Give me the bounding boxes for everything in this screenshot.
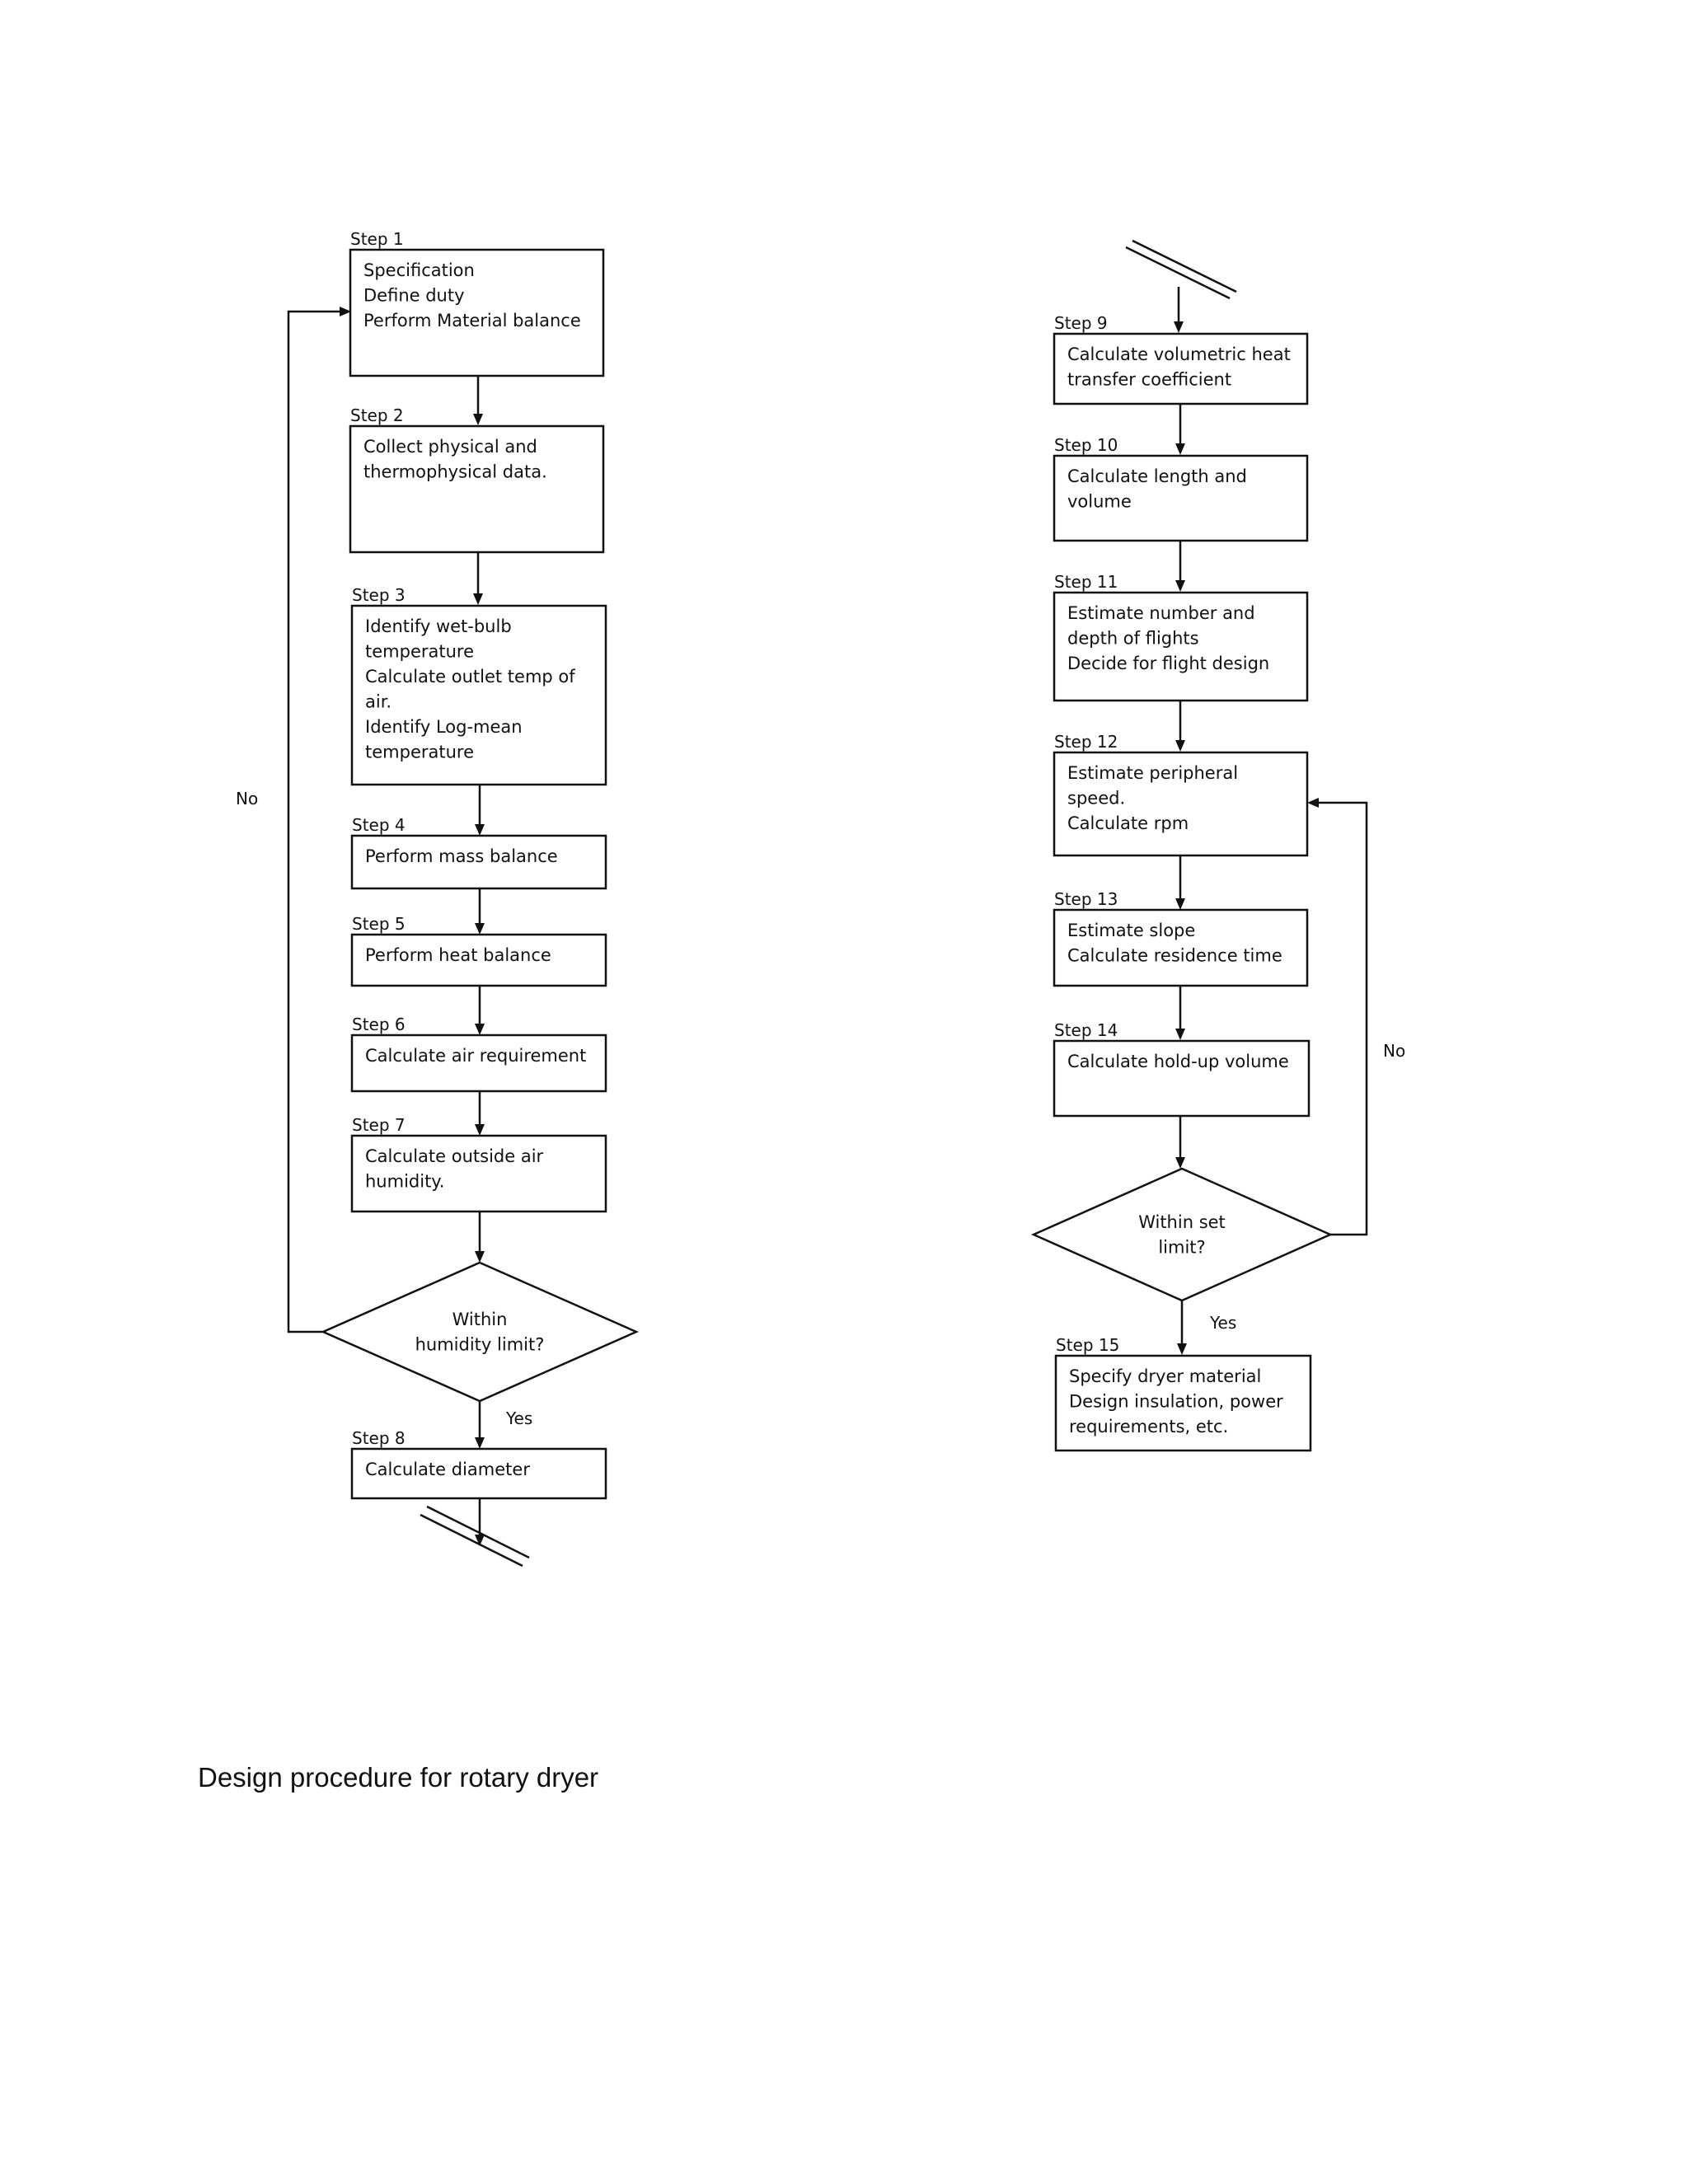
yes-branch-label: Yes (505, 1408, 532, 1428)
step-box (349, 248, 605, 377)
decision-text-line: limit? (1158, 1237, 1205, 1257)
step-label: Step 7 (352, 1115, 406, 1135)
step-box (1053, 332, 1309, 405)
step-text-line: transfer coefficient (1067, 370, 1231, 390)
step-box (350, 834, 607, 890)
step-text-line: Define duty (363, 286, 465, 306)
step-text-line: Calculate volumetric heat (1067, 344, 1291, 364)
step-label: Step 8 (352, 1428, 406, 1448)
step-text-line: Specify dryer material (1069, 1366, 1261, 1386)
no-branch-label: No (236, 789, 258, 808)
decision-diamond (320, 1261, 640, 1403)
step-label: Step 10 (1054, 435, 1118, 455)
step-label: Step 14 (1054, 1020, 1118, 1040)
step-text-line: Calculate rpm (1067, 813, 1189, 833)
step-text-line: Perform Material balance (363, 311, 581, 330)
step-text-line: Calculate length and (1067, 466, 1247, 486)
step-label: Step 3 (352, 585, 406, 605)
step-label: Step 1 (350, 229, 404, 249)
step-6: Step 6 Calculate air requirement (350, 1015, 607, 1093)
step-text-line: Calculate outlet temp of (365, 667, 575, 687)
step-text-line: Identify Log-mean (365, 717, 523, 737)
step-label: Step 12 (1054, 732, 1118, 752)
left-connectors (287, 307, 485, 1546)
step-text-line: Estimate number and (1067, 603, 1255, 623)
step-12: Step 12 Estimate peripheral speed. Calculat… (1053, 732, 1309, 857)
decision-text-line: Within (452, 1310, 508, 1329)
step-label: Step 2 (350, 405, 404, 425)
step-text-line: Calculate air requirement (365, 1046, 586, 1066)
step-text-line: Decide for flight design (1067, 654, 1269, 673)
step-box (350, 1447, 607, 1500)
step-14: Step 14 Calculate hold-up volume (1053, 1020, 1311, 1118)
step-text-line: requirements, etc. (1069, 1417, 1228, 1436)
step-label: Step 13 (1054, 889, 1118, 909)
step-text-line: temperature (365, 743, 474, 762)
break-mark-bottom (420, 1505, 530, 1568)
step-9: Step 9 Calculate volumetric heat transfer … (1053, 313, 1309, 405)
step-box (1053, 1039, 1311, 1118)
step-label: Step 5 (352, 914, 406, 934)
yes-branch-label: Yes (1209, 1313, 1236, 1333)
step-box (1053, 454, 1309, 542)
step-label: Step 4 (352, 815, 406, 835)
break-mark-top (1125, 239, 1237, 300)
step-text-line: Design insulation, power (1069, 1392, 1283, 1412)
figure-caption: Design procedure for rotary dryer (198, 1762, 599, 1793)
step-text-line: speed. (1067, 789, 1125, 808)
step-text-line: Estimate peripheral (1067, 763, 1238, 783)
step-box (1053, 751, 1309, 857)
step-text-line: Estimate slope (1067, 921, 1195, 940)
step-box (1053, 908, 1309, 987)
step-label: Step 6 (352, 1015, 406, 1034)
step-text-line: Collect physical and (363, 437, 537, 457)
step-label: Step 11 (1054, 572, 1118, 592)
step-text-line: Calculate hold-up volume (1067, 1052, 1289, 1071)
step-5: Step 5 Perform heat balance (350, 914, 607, 987)
step-8: Step 8 Calculate diameter (350, 1428, 607, 1500)
step-text-line: Calculate residence time (1067, 946, 1282, 966)
step-text-line: Calculate diameter (365, 1460, 530, 1479)
step-text-line: Calculate outside air (365, 1146, 544, 1166)
step-11: Step 11 Estimate number and depth of fligh… (1053, 572, 1309, 702)
step-text-line: Specification (363, 260, 475, 280)
step-text-line: Identify wet-bulb (365, 616, 512, 636)
step-text-line: Perform mass balance (365, 846, 558, 866)
step-box (350, 1033, 607, 1093)
step-text-line: Perform heat balance (365, 945, 551, 965)
step-7: Step 7 Calculate outside air humidity. (350, 1115, 607, 1213)
step-box (350, 933, 607, 987)
step-box (350, 1134, 607, 1213)
step-label: Step 9 (1054, 313, 1108, 333)
step-text-line: air. (365, 692, 392, 712)
step-10: Step 10 Calculate length and volume (1053, 435, 1309, 542)
step-text-line: humidity. (365, 1172, 444, 1192)
decision-diamond (1030, 1167, 1334, 1302)
step-4: Step 4 Perform mass balance (350, 815, 607, 890)
step-box (350, 604, 607, 786)
step-label: Step 15 (1056, 1335, 1119, 1355)
right-connectors (1174, 287, 1368, 1355)
step-text-line: volume (1067, 492, 1132, 512)
step-text-line: thermophysical data. (363, 462, 547, 482)
step-box (349, 424, 605, 554)
decision-text-line: Within set (1138, 1212, 1226, 1232)
step-box (1053, 591, 1309, 702)
step-box (1054, 1354, 1312, 1452)
step-text-line: depth of flights (1067, 629, 1199, 649)
decision-text-line: humidity limit? (415, 1334, 545, 1354)
no-branch-label: No (1383, 1041, 1405, 1061)
step-text-line: temperature (365, 642, 474, 662)
step-2: Step 2 Collect physical and thermophysical… (349, 405, 605, 554)
